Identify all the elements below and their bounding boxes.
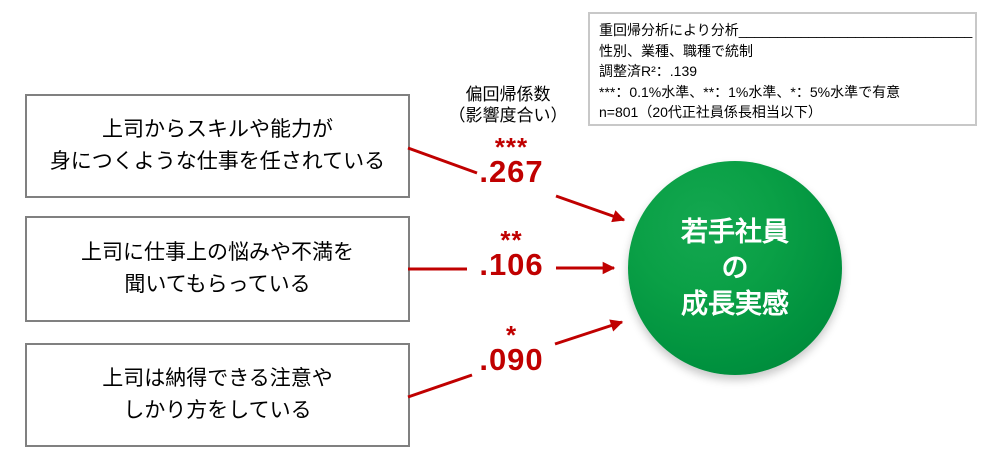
coefficient-label-1: *** .267: [454, 132, 569, 189]
predictor-3-line-1: 上司は納得できる注意や: [102, 367, 333, 390]
coefficient-value-1: .267: [479, 154, 544, 189]
predictor-box-1: 上司からスキルや能力が 身につくような仕事を任されている: [25, 94, 410, 198]
note-line-5: n=801（20代正社員係長相当以下）: [599, 104, 822, 120]
outcome-line-3: 成長実感: [681, 289, 789, 319]
outcome-circle: 若手社員 の 成長実感: [628, 161, 842, 375]
significance-stars-3: *: [505, 320, 518, 350]
predictor-2-line-1: 上司に仕事上の悩みや不満を: [81, 241, 354, 264]
predictor-3-text: 上司は納得できる注意や しかり方をしている: [102, 363, 333, 427]
coefficient-value-3: .090: [479, 342, 544, 377]
predictor-box-3: 上司は納得できる注意や しかり方をしている: [25, 343, 410, 447]
predictor-2-line-2: 聞いてもらっている: [124, 273, 311, 296]
arrow-3-tail: [407, 373, 473, 399]
coefficient-label-2: ** .106: [454, 225, 569, 282]
note-line-4: ***：0.1%水準、**：1%水準、*：5%水準で有意: [599, 83, 901, 100]
predictor-1-line-2: 身につくような仕事を任されている: [49, 150, 386, 173]
outcome-text: 若手社員 の 成長実感: [681, 214, 789, 322]
arrow-1-head: [555, 194, 626, 223]
coefficient-label-3: * .090: [454, 320, 569, 377]
predictor-2-text: 上司に仕事上の悩みや不満を 聞いてもらっている: [81, 237, 354, 301]
outcome-line-2: の: [721, 253, 749, 283]
note-line-1: 重回帰分析により分析______________________________: [599, 22, 973, 38]
coefficient-header-line-2: （影響度合い）: [448, 106, 568, 125]
note-line-3: 調整済R²：.139: [599, 63, 698, 79]
outcome-line-1: 若手社員: [681, 217, 789, 247]
significance-stars-2: **: [500, 225, 523, 255]
coefficient-header: 偏回帰係数 （影響度合い）: [430, 84, 586, 126]
note-line-2: 性別、業種、職種で統制: [599, 42, 753, 59]
coefficient-value-2: .106: [479, 247, 544, 282]
significance-stars-1: ***: [494, 132, 529, 162]
predictor-3-line-2: しかり方をしている: [123, 399, 312, 422]
predictor-1-text: 上司からスキルや能力が 身につくような仕事を任されている: [50, 114, 385, 178]
predictor-box-2: 上司に仕事上の悩みや不満を 聞いてもらっている: [25, 216, 410, 322]
predictor-1-line-1: 上司からスキルや能力が: [102, 118, 333, 141]
coefficient-header-line-1: 偏回帰係数: [465, 85, 551, 104]
analysis-note-box: 重回帰分析により分析______________________________…: [588, 12, 977, 126]
